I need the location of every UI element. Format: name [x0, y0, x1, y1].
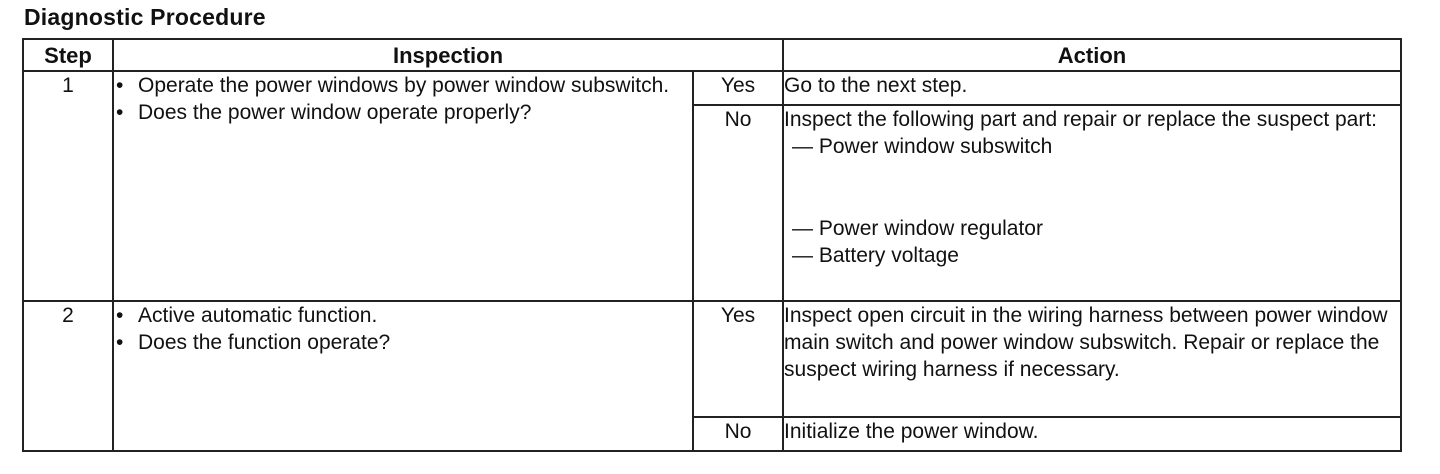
answer-yes: Yes: [691, 300, 785, 418]
table-row: 1 Operate the power windows by power win…: [22, 70, 1403, 302]
inspection-cell: Operate the power windows by power windo…: [112, 70, 694, 302]
inspection-list: Operate the power windows by power windo…: [114, 72, 692, 126]
header-inspection: Inspection: [111, 38, 785, 72]
suspect-parts-list: Power window subswitch: [784, 133, 1400, 160]
inspection-cell: Active automatic function. Does the func…: [112, 300, 694, 452]
header-step: Step: [22, 38, 114, 72]
action-no: Inspect the following part and repair or…: [782, 104, 1403, 302]
suspect-part: Battery voltage: [784, 242, 1400, 269]
suspect-part: Power window regulator: [784, 215, 1400, 242]
step-number: 2: [22, 300, 114, 452]
suspect-part: Power window subswitch: [784, 133, 1400, 160]
answer-no: No: [691, 104, 785, 302]
action-yes: Go to the next step.: [782, 70, 1403, 106]
suspect-parts-list: Power window regulator Battery voltage: [784, 215, 1400, 269]
table-row: 2 Active automatic function. Does the fu…: [22, 300, 1403, 452]
inspection-item: Does the function operate?: [114, 329, 692, 356]
table-row: No Initialize the power window.: [23, 416, 1403, 452]
answer-no: No: [691, 416, 785, 452]
diagnostic-table: Step Inspection Action 1 Operate the pow…: [22, 38, 1403, 452]
action-no: Initialize the power window.: [782, 416, 1403, 452]
inspection-item: Operate the power windows by power windo…: [114, 72, 692, 99]
inspection-item: Does the power window operate properly?: [114, 99, 692, 126]
action-text: Inspect the following part and repair or…: [784, 108, 1378, 131]
table-row: No Inspect the following part and repair…: [23, 104, 1403, 302]
step-number: 1: [22, 70, 114, 302]
answer-yes: Yes: [691, 70, 785, 106]
action-yes: Inspect open circuit in the wiring harne…: [782, 300, 1403, 418]
inspection-item: Active automatic function.: [114, 302, 692, 329]
inspection-list: Active automatic function. Does the func…: [114, 302, 692, 356]
spacer: [784, 160, 1400, 215]
table-header-row: Step Inspection Action: [22, 38, 1403, 72]
page-title: Diagnostic Procedure: [24, 4, 266, 30]
header-action: Action: [782, 38, 1403, 72]
